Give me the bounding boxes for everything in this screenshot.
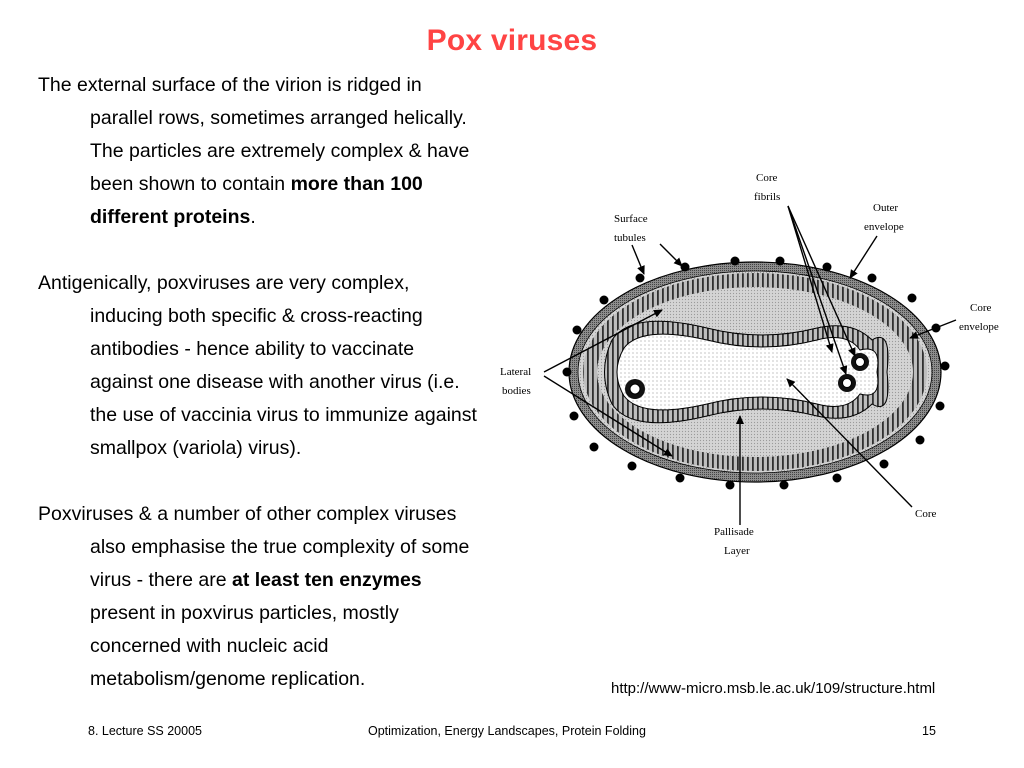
paragraph-antigenic: Antigenically, poxviruses are very compl… [38,267,478,465]
label-surface-tubules: Surface [614,213,648,225]
label-core: Core [915,508,937,520]
surface-tubule-knobs [562,256,950,490]
ridged-envelope [583,273,927,471]
page-number: 15 [922,724,936,738]
paragraph-bold: more than 100 different proteins [90,173,423,228]
label-surface-tubules: tubules [614,232,646,244]
source-url[interactable]: http://www-micro.msb.le.ac.uk/109/struct… [611,680,936,697]
poxvirus-structure-diagram: Core fibrils Outer envelope Surface tubu… [500,172,999,557]
label-outer-envelope: Outer [873,202,898,214]
label-core-fibrils: Core [756,172,778,184]
label-lateral-bodies: bodies [502,385,531,397]
label-pallisade-layer: Layer [724,545,750,557]
footer-center: Optimization, Energy Landscapes, Protein… [368,724,646,738]
label-core-fibrils: fibrils [754,191,780,203]
leader-arrows [543,205,957,525]
label-pallisade-layer: Pallisade [714,526,754,538]
footer-left: 8. Lecture SS 20005 [88,724,202,738]
paragraph-text: Antigenically, poxviruses are very compl… [38,272,477,459]
label-outer-envelope: envelope [864,221,904,233]
paragraph-enzymes: Poxviruses & a number of other complex v… [38,498,478,696]
body-text: The external surface of the virion is ri… [38,69,478,729]
paragraph-text: Poxviruses & a number of other complex v… [38,503,470,591]
label-core-envelope: envelope [959,321,999,333]
paragraph-text: . [250,206,256,228]
paragraph-surface: The external surface of the virion is ri… [38,69,478,234]
core-fibril-bodies [625,353,869,399]
slide-title: Pox viruses [426,24,598,57]
virus-core [616,333,879,411]
paragraph-text: The external surface of the virion is ri… [38,74,470,195]
paragraph-bold: at least ten enzymes [231,569,422,591]
label-core-envelope: Core [970,302,992,314]
label-lateral-bodies: Lateral [500,366,531,378]
paragraph-text: present in poxvirus particles, mostly co… [90,602,399,690]
